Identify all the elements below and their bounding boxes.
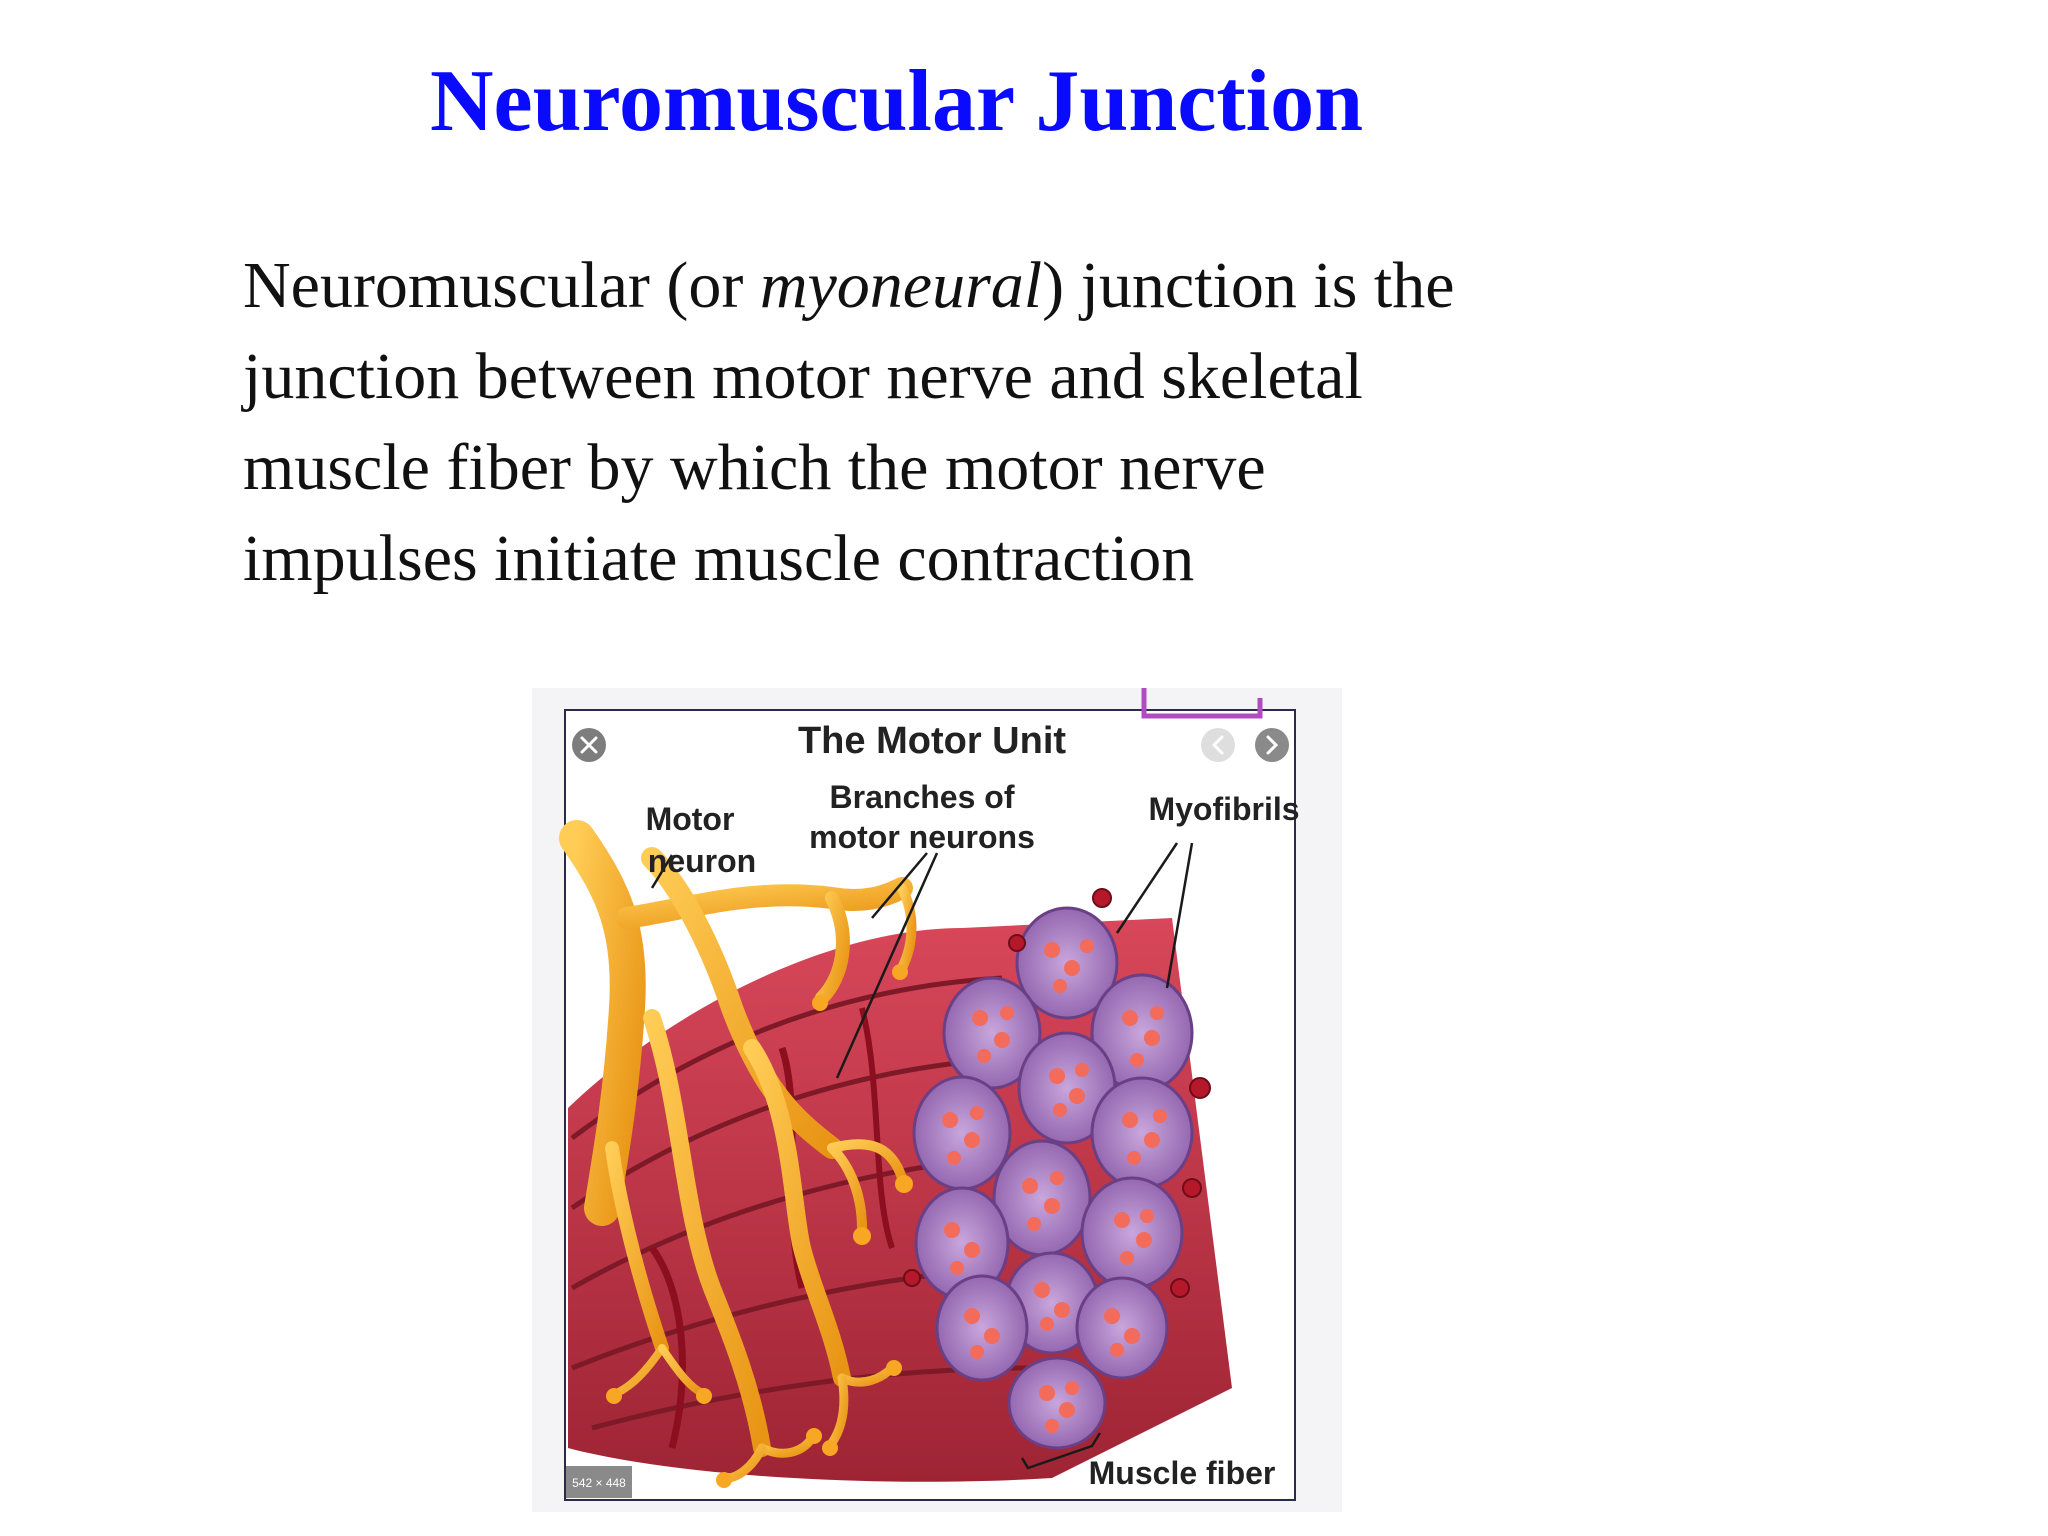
tab-bracket (1141, 688, 1263, 719)
motor-neuron-nerve (559, 820, 917, 1483)
chevron-right-icon[interactable] (1255, 728, 1289, 762)
slide-title: Neuromuscular Junction (430, 53, 1364, 150)
label-muscle-fiber: Muscle fiber (1089, 1455, 1276, 1491)
size-badge: 542 × 448 (572, 1476, 626, 1490)
body-line-4: impulses initiate muscle contraction (243, 522, 1195, 595)
slide-body-text: Neuromuscular (or myoneural) junction is… (243, 240, 1663, 604)
label-branches-line1: Branches of (830, 779, 1015, 815)
fascicle-cross-section (912, 906, 1194, 1450)
label-motor-neuron-line2: neuron (648, 843, 756, 879)
nerve-terminals (606, 964, 913, 1488)
close-icon[interactable] (572, 728, 606, 762)
body-line-3: muscle fiber by which the motor nerve (243, 431, 1266, 504)
body-line-2: junction between motor nerve and skeleta… (243, 340, 1363, 413)
motor-unit-figure: The Motor Unit Motor neuron Branches of … (532, 688, 1342, 1512)
chevron-left-icon[interactable] (1201, 728, 1235, 762)
blood-vessels (903, 888, 1211, 1298)
label-myofibrils: Myofibrils (1148, 791, 1299, 827)
myofibril-dots (942, 939, 1167, 1433)
motor-unit-illustration: The Motor Unit Motor neuron Branches of … (559, 688, 1300, 1501)
size-badge-bg (566, 1466, 632, 1498)
label-branches-line2: motor neurons (809, 819, 1035, 855)
label-motor-neuron-line1: Motor (646, 801, 735, 837)
myoneural-term: myoneural (759, 249, 1043, 322)
body-line-1: Neuromuscular (or myoneural) junction is… (243, 249, 1455, 322)
figure-title: The Motor Unit (798, 720, 1066, 762)
label-leader-lines (650, 842, 1194, 1470)
